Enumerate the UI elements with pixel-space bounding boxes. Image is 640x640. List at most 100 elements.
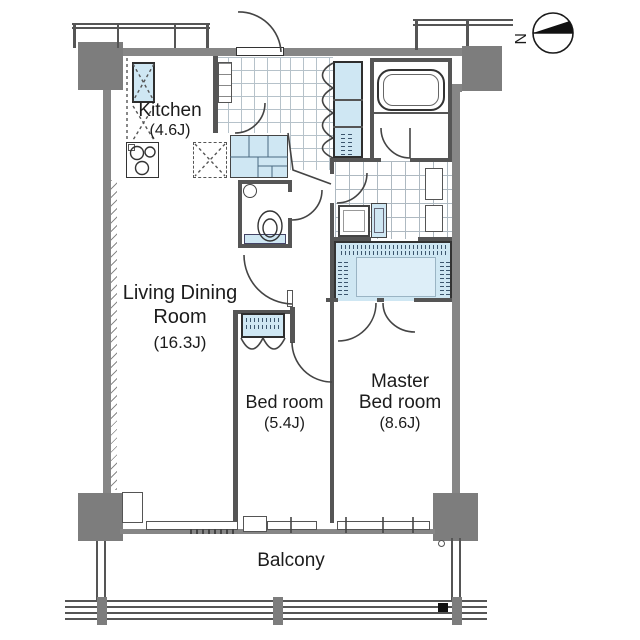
entrance-door — [236, 47, 284, 56]
wic-door-swing-left — [337, 302, 377, 342]
door-jamb — [287, 290, 293, 307]
stove-burner — [144, 146, 156, 158]
ld-bedroom-wall — [233, 310, 238, 523]
bedroom-top-wall — [238, 310, 295, 314]
top-wall-left — [120, 48, 237, 56]
south-wall-base — [120, 529, 435, 534]
wic-bottom-wall — [414, 298, 452, 302]
bathroom-wall — [370, 58, 452, 62]
rail-post — [466, 19, 469, 46]
living-door-swing — [243, 254, 293, 305]
stove-burner — [129, 145, 145, 161]
hanger-marks — [246, 318, 280, 322]
hall-wall — [290, 307, 295, 343]
upper-cabinet-dashed — [132, 63, 155, 102]
closet-annotation-marks — [341, 131, 345, 155]
wall-notch — [122, 492, 143, 523]
toilet-bowl — [257, 210, 283, 242]
balcony-marker — [438, 603, 448, 612]
shoe-closet-folding-doors — [321, 62, 334, 159]
hanger-marks — [446, 259, 450, 295]
left-wall — [103, 88, 111, 497]
stove-burner — [134, 160, 150, 176]
bedroom-window — [267, 521, 317, 530]
balcony-label: Balcony — [257, 550, 325, 571]
pillar-top-right — [462, 46, 502, 91]
bathroom-wall — [370, 58, 374, 162]
hanger-marks — [341, 245, 447, 249]
hanger-marks — [341, 251, 447, 255]
entrance-shelf — [218, 62, 232, 103]
balcony-rail-post — [273, 597, 283, 625]
washroom-top-wall — [333, 158, 381, 162]
corridor-bedroom-wall — [330, 203, 334, 523]
bedroom-label: Bed room — [245, 392, 324, 412]
rail-post — [117, 25, 119, 48]
wic-bottom-wall — [326, 298, 338, 302]
kitchen-label: Kitchen — [138, 100, 202, 121]
top-wall-right — [283, 48, 462, 56]
toilet-wall — [288, 180, 292, 192]
wic-top-wall — [334, 237, 371, 241]
washroom-cabinet — [425, 205, 443, 232]
hanger-marks — [338, 259, 342, 295]
north-rail-line — [72, 23, 210, 25]
bedroom-area-label: (5.4J) — [264, 415, 305, 432]
north-rail-line-2 — [413, 24, 513, 26]
bath-counter-line — [374, 112, 448, 114]
rail-post — [174, 25, 176, 48]
closet-annotation-marks — [348, 131, 352, 155]
closet-folding-doors — [240, 337, 286, 350]
toilet-wall — [238, 244, 292, 248]
bathroom-wall — [448, 58, 452, 162]
master-bedroom-label-line2: Bed room — [358, 392, 442, 413]
entrance-step-line — [287, 132, 332, 185]
pipe-shaft-cross — [194, 143, 226, 177]
wic-door-swing-right — [382, 302, 416, 333]
balcony-side-wall — [96, 541, 106, 601]
wic-top-wall — [418, 237, 452, 241]
corridor-wall — [330, 158, 334, 174]
wic-inner — [356, 257, 436, 297]
hanger-marks — [344, 259, 348, 295]
refrigerator-space — [132, 62, 155, 103]
upper-cabinet-dashed — [132, 105, 155, 141]
balcony-drain — [438, 540, 445, 547]
pipe-shaft-cross — [194, 143, 226, 177]
living-dining-label-line1: Living Dining — [122, 282, 238, 304]
kitchen-area-label: (4.6J) — [149, 122, 191, 139]
north-rail-line-2 — [413, 19, 513, 21]
balcony-rail-post — [97, 597, 107, 625]
vanity-bowl — [374, 208, 384, 233]
balcony-side-wall — [451, 538, 461, 600]
compass-north-label: N — [511, 33, 528, 45]
bathroom-door-swing — [380, 127, 411, 159]
toilet-bowl-inner — [262, 218, 278, 238]
kitchen-door-swing — [234, 102, 266, 134]
washroom-top-wall — [410, 158, 452, 162]
hanger-marks — [246, 325, 280, 329]
bathtub-inner — [383, 74, 439, 106]
bathtub — [377, 69, 445, 111]
bedroom-door-swing — [291, 341, 333, 383]
upper-cabinet-dashed — [132, 63, 155, 102]
closet-shelf-line — [333, 99, 363, 101]
entrance-door-swing — [237, 11, 282, 53]
toilet-wall — [288, 218, 292, 248]
wall-pier — [243, 516, 267, 532]
master-bedroom-label-line1: Master — [370, 371, 430, 392]
kitchen-partition-wall — [213, 56, 218, 133]
toilet-wall — [238, 180, 292, 184]
washroom-cabinet — [425, 168, 443, 200]
pillar-top-left — [78, 42, 123, 90]
window-hatch — [190, 529, 236, 534]
living-dining-area-label: (16.3J) — [153, 333, 207, 352]
hanger-marks — [440, 259, 444, 295]
entrance-tile-floor-2 — [290, 57, 333, 170]
rail-post — [73, 23, 76, 48]
washing-machine-inner — [343, 210, 365, 232]
toilet-door-swing — [291, 189, 323, 221]
rail-post — [415, 19, 418, 50]
north-compass-icon: N — [511, 12, 574, 54]
